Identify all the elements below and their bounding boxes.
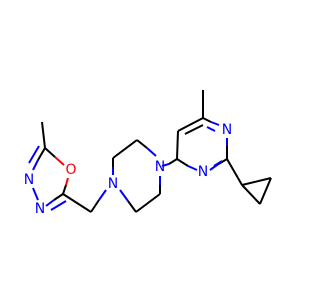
bond-n1-c6-double [206, 126, 216, 132]
bond-oxd-n3-c2-a [45, 199, 55, 207]
bond-npip1-c2-b [136, 139, 148, 149]
bond-n1-c6-b [202, 117, 212, 123]
bond-npip1-c2-a [146, 147, 157, 157]
bond-pip-c5-c6 [135, 193, 161, 213]
bond-oxd-c2-o1-b [65, 177, 69, 186]
atom-labels: N N N N N N O [24, 122, 232, 217]
bond-ch2-oxd-c2 [62, 193, 92, 213]
atom-n-oxadiazole-4: N [24, 172, 34, 188]
bond-npip4-c5-b [127, 200, 137, 213]
bond-oxd-n4-n3 [32, 187, 39, 201]
bond-oxd-n3-c2-double [50, 200, 67, 211]
bond-oxd-c5-n4-a [37, 147, 46, 161]
structure-drawing: N N N N N N O [24, 90, 272, 217]
atom-n-pyrimidine-3: N [198, 164, 208, 180]
bond-cp-1 [241, 177, 272, 186]
bond-pip-c2-c3 [112, 139, 138, 159]
bond-oxd-o1-c5-a [54, 156, 65, 166]
bond-c2-cyclopropyl [226, 158, 243, 186]
skeleton-bonds [41, 90, 272, 213]
bond-c5-c6-double [184, 124, 204, 135]
atom-n-piperazine-1: N [155, 159, 165, 175]
molecule-canvas: N N N N N N O [23, 90, 272, 217]
bond-npip4-c5-a [119, 189, 129, 202]
bond-c4-npip-b [161, 163, 170, 167]
bond-n3-c2-double [213, 160, 223, 167]
bond-cp-3 [241, 184, 261, 205]
hetero-bonds [28, 117, 228, 213]
bond-oxd-c5-methyl [41, 121, 46, 149]
bond-oxd-c5-n4-double [28, 145, 40, 164]
atom-o-oxadiazole-1: O [65, 162, 76, 178]
atom-n-oxadiazole-3: N [35, 201, 45, 217]
bond-c5-c6 [177, 117, 204, 132]
bond-cp-2 [259, 177, 272, 205]
atom-n-pyrimidine-1: N [222, 122, 232, 138]
bond-npip4-ch2-a [98, 189, 107, 201]
atom-n-piperazine-4: N [108, 176, 118, 192]
bond-c4-c5 [176, 130, 179, 160]
bond-c4-npip-a [168, 158, 178, 165]
bond-c4-n3-a [176, 158, 189, 167]
bond-n1-c6-a [210, 121, 220, 126]
bond-oxd-n3-c2-b [53, 193, 64, 201]
bond-oxd-c2-o1-a [62, 184, 67, 195]
bond-oxd-o1-c5-b [44, 147, 56, 158]
bond-c4-n3-b [187, 165, 198, 171]
bond-oxd-c5-n4-b [32, 159, 39, 171]
bond-npip4-ch2-b [90, 199, 100, 213]
